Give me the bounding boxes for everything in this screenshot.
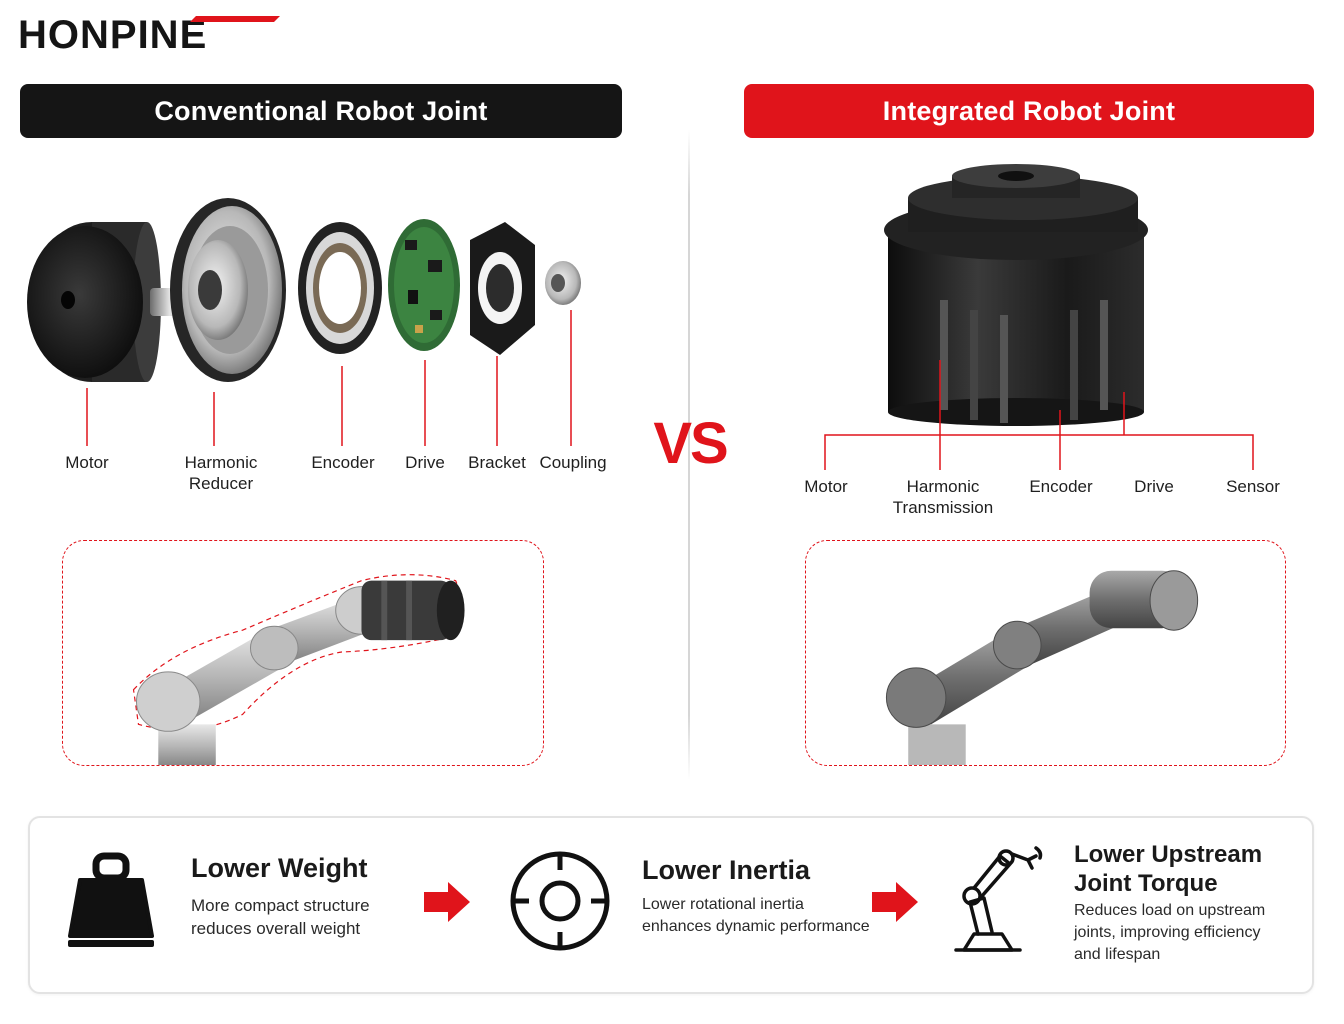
encoder-part	[298, 222, 382, 354]
integrated-robot-arm-image	[885, 570, 1199, 765]
conventional-robot-arm-image	[132, 574, 465, 765]
drive-part	[388, 219, 460, 351]
conventional-joint-title: Conventional Robot Joint	[154, 95, 488, 126]
robot-arm-icon	[954, 846, 1043, 952]
label-drive-integrated: Drive	[1134, 477, 1174, 496]
integrated-joint-title: Integrated Robot Joint	[882, 95, 1176, 126]
label-motor-conventional: Motor	[65, 453, 109, 472]
logo-text: HONPINE	[18, 13, 207, 56]
weight-icon	[68, 852, 154, 947]
label-harmonic-reducer: Harmonic Reducer	[184, 453, 258, 493]
benefit-inertia-description: Lower rotational inertia enhances dynami…	[642, 896, 870, 935]
label-drive-conventional: Drive	[405, 453, 445, 472]
center-divider	[688, 130, 690, 780]
harmonic-reducer-part	[170, 198, 286, 382]
conventional-arm-box	[62, 540, 544, 766]
label-harmonic-transmission: Harmonic Transmission	[892, 477, 994, 517]
label-sensor: Sensor	[1226, 477, 1280, 496]
arrow-right-icon	[424, 882, 470, 922]
integrated-joint-housing	[884, 164, 1148, 426]
benefit-inertia-title: Lower Inertia	[642, 855, 811, 885]
integrated-joint-banner: Integrated Robot Joint	[744, 84, 1314, 138]
benefit-torque-title: Lower Upstream Joint Torque	[1074, 841, 1263, 897]
label-encoder-integrated: Encoder	[1029, 477, 1093, 496]
benefits-panel: Lower Weight More compact structure redu…	[28, 816, 1314, 994]
label-encoder-conventional: Encoder	[311, 453, 375, 472]
benefit-weight-description: More compact structure reduces overall w…	[191, 896, 370, 938]
honpine-logo: HONPINE	[18, 10, 288, 57]
logo-graphic: HONPINE	[18, 13, 280, 57]
coupling-part	[545, 261, 581, 305]
conventional-joint-banner: Conventional Robot Joint	[20, 84, 622, 138]
benefit-weight-title: Lower Weight	[191, 853, 368, 883]
integrated-joint-illustration	[884, 164, 1148, 426]
inertia-target-icon	[510, 851, 610, 951]
arrow-right-icon	[872, 882, 918, 922]
benefit-torque-description: Reduces load on upstream joints, improvi…	[1074, 902, 1266, 963]
integrated-arm-box	[805, 540, 1286, 766]
logo-accent-stripe	[190, 16, 280, 22]
motor-part	[27, 222, 190, 382]
vs-label: VS	[653, 411, 728, 476]
conventional-parts-illustration	[27, 198, 581, 382]
label-bracket: Bracket	[468, 453, 526, 472]
bracket-part	[470, 222, 535, 355]
label-coupling: Coupling	[539, 453, 607, 472]
label-motor-integrated: Motor	[804, 477, 848, 496]
